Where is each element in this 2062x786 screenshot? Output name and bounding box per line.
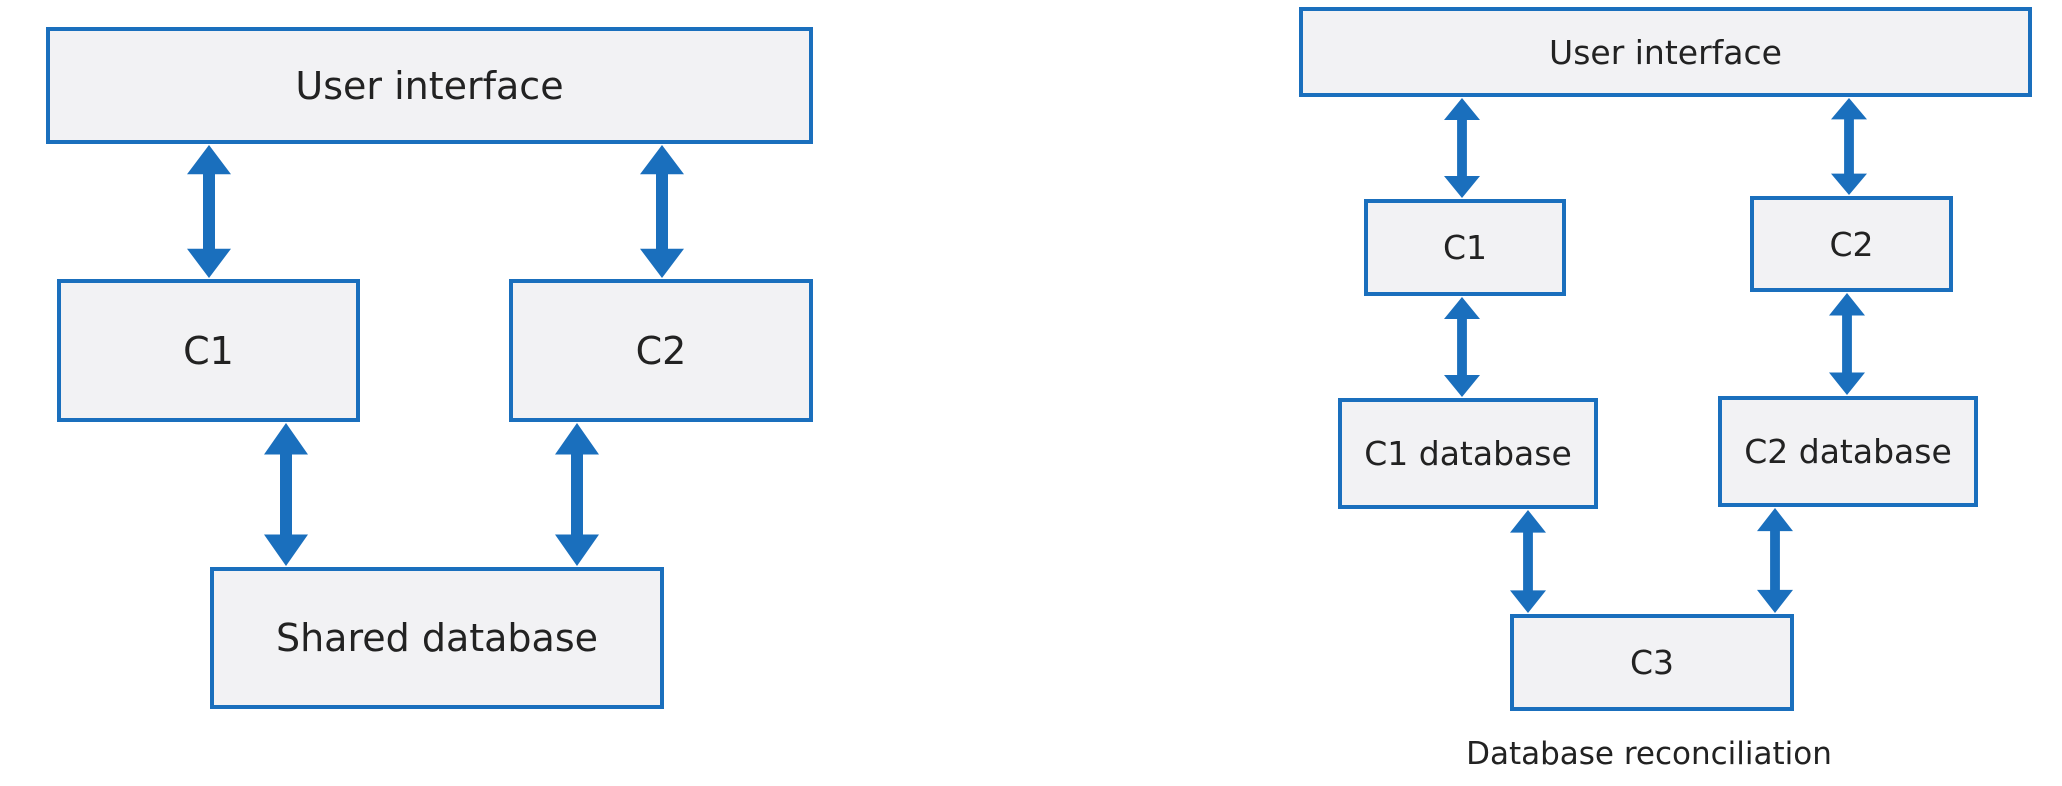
recon-c2-box: C2	[1750, 196, 1953, 292]
recon-ui-box: User interface	[1299, 7, 2032, 97]
arrow-ui-c2	[640, 145, 684, 278]
shared-ui-box: User interface	[46, 27, 813, 144]
recon-c1-label: C1	[1442, 228, 1488, 267]
recon-c3-label: C3	[1629, 643, 1675, 682]
recon-c1-box: C1	[1364, 199, 1566, 296]
shared-c2-label: C2	[635, 328, 687, 373]
recon-ui-label: User interface	[1549, 32, 1782, 72]
shared-database-box: Shared database	[210, 567, 664, 709]
recon-c2-database-box: C2 database	[1718, 396, 1978, 507]
shared-c1-box: C1	[57, 279, 360, 422]
shared-database-label: Shared database	[275, 616, 599, 660]
diagram-caption: Database reconciliation	[1466, 736, 1832, 772]
recon-c2-database-label: C2 database	[1744, 432, 1952, 471]
arrow-c1-c1db	[1444, 297, 1480, 397]
arrow-recon-ui-c2	[1831, 98, 1867, 195]
arrow-c2db-c3	[1757, 508, 1793, 613]
arrow-c2-c2db	[1829, 293, 1865, 395]
recon-c2-label: C2	[1829, 224, 1874, 264]
shared-c1-label: C1	[183, 328, 234, 373]
arrow-c1db-c3	[1510, 510, 1546, 613]
arrow-c1-shared-db	[264, 423, 308, 566]
recon-c1-database-label: C1 database	[1364, 434, 1572, 473]
shared-c2-box: C2	[509, 279, 813, 422]
shared-ui-label: User interface	[295, 63, 564, 108]
recon-c3-box: C3	[1510, 614, 1794, 711]
arrow-ui-c1	[187, 145, 231, 278]
recon-c1-database-box: C1 database	[1338, 398, 1598, 509]
arrow-recon-ui-c1	[1444, 98, 1480, 198]
arrow-c2-shared-db	[555, 423, 599, 566]
